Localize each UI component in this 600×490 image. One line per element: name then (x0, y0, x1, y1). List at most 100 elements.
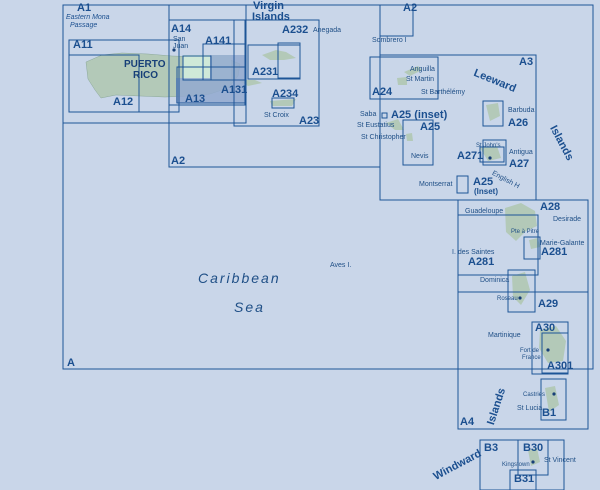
place-montserrat: Montserrat (419, 181, 453, 188)
place-kingstown: Kingstown (502, 462, 530, 468)
st-lucia-land (545, 386, 559, 412)
place-pointe-a-pitre: Pte à Pitre (511, 229, 540, 235)
dominica-land (512, 272, 530, 305)
place-france: France (522, 355, 541, 361)
chart-code-a30[interactable]: A30 (535, 322, 556, 334)
place-st-vincent: St Vincent (544, 457, 576, 464)
frame-a26 (482, 100, 504, 127)
chart-code-b3[interactable]: B3 (484, 442, 499, 454)
chart-code-b1[interactable]: B1 (542, 407, 557, 419)
roseau-marker (518, 296, 522, 300)
frame-a23 (233, 19, 320, 127)
frame-a25 (402, 119, 434, 166)
place-aves: Aves I. (330, 262, 352, 269)
place-juan: Juan (173, 43, 189, 50)
frame-a25-inset-saba (381, 112, 388, 119)
martinique-land (539, 326, 566, 363)
place-castries: Castries (523, 392, 546, 398)
chart-frames (62, 4, 594, 490)
frame-a2-east (379, 4, 414, 37)
st-martin-land (397, 77, 407, 85)
st-kitts-land (386, 119, 404, 130)
place-martinique: Martinique (488, 332, 521, 339)
frame-a234 (271, 97, 295, 109)
frame-a28-inner (457, 214, 539, 276)
chart-code-a2-bottom[interactable]: A2 (171, 155, 186, 167)
nevis-land (406, 133, 413, 141)
chart-code-a27[interactable]: A27 (509, 158, 530, 170)
chart-code-a23[interactable]: A23 (299, 115, 320, 127)
barbuda-land (486, 103, 500, 121)
place-st-croix: St Croix (264, 112, 289, 119)
chart-code-a24[interactable]: A24 (372, 86, 393, 98)
chart-code-a301[interactable]: A301 (547, 360, 574, 372)
chart-code-a12[interactable]: A12 (113, 96, 134, 108)
chart-code-a131[interactable]: A131 (221, 84, 248, 96)
chart-code-a281-left[interactable]: A281 (468, 256, 495, 268)
frame-b30 (517, 439, 549, 476)
chart-code-b31[interactable]: B31 (514, 473, 535, 485)
chart-code-a271[interactable]: A271 (457, 150, 484, 162)
sea-sea: Sea (234, 299, 265, 315)
chart-code-a29[interactable]: A29 (538, 298, 559, 310)
place-anegada: Anegada (313, 27, 342, 34)
place-guadeloupe: Guadeloupe (465, 208, 504, 215)
chart-code-a28[interactable]: A28 (540, 201, 561, 213)
frame-a232 (277, 42, 301, 79)
virgin-islands-land (262, 50, 296, 60)
chart-code-a14[interactable]: A14 (171, 23, 192, 35)
place-saba: Saba (360, 111, 377, 118)
marie-galante-land (529, 238, 540, 249)
chart-code-a281[interactable]: A281 (541, 246, 568, 258)
chart-code-a231[interactable]: A231 (252, 66, 279, 78)
place-desirade: Desirade (553, 216, 582, 223)
place-rico: RICO (133, 70, 158, 81)
castries-marker (552, 392, 556, 396)
st-croix-land (270, 99, 296, 106)
chart-code-a13[interactable]: A13 (185, 93, 206, 105)
st-johns-marker (488, 156, 492, 160)
chart-code-a25[interactable]: A25 (420, 121, 441, 133)
place-anguilla: Anguilla (410, 66, 435, 73)
frame-a12 (68, 54, 140, 113)
fort-de-france-marker (546, 348, 550, 352)
chart-code-a234[interactable]: A234 (272, 88, 299, 100)
chart-code-a2-top[interactable]: A2 (403, 2, 418, 14)
chart-code-b30[interactable]: B30 (523, 442, 544, 454)
place-dominica: Dominica (480, 277, 510, 284)
chart-code-a1[interactable]: A1 (77, 2, 92, 14)
place-st-johns: St John's (476, 143, 501, 149)
chart-code-a232[interactable]: A232 (282, 24, 309, 36)
place-st-lucia: St Lucia (517, 405, 543, 412)
chart-code-a141[interactable]: A141 (205, 35, 232, 47)
frame-a281 (523, 236, 541, 260)
chart-code-a11[interactable]: A11 (73, 39, 93, 51)
st-vincent-land (528, 448, 540, 466)
chart-code-a25-inset-top[interactable]: A25 (inset) (391, 109, 448, 121)
place-st-eustatius: St Eustatius (357, 122, 395, 129)
place-san: San (173, 36, 186, 43)
chart-code-a3[interactable]: A3 (519, 56, 534, 68)
chart-code-a4[interactable]: A4 (460, 416, 475, 428)
chart-code-a[interactable]: A (67, 357, 75, 369)
san-juan-marker (172, 48, 176, 52)
frame-a25-inset-montserrat (456, 175, 469, 194)
frame-a29 (507, 269, 536, 313)
place-nevis: Nevis (411, 153, 429, 160)
region-islands: Islands (252, 11, 290, 23)
chart-code-a26[interactable]: A26 (508, 117, 529, 129)
place-eastern-mona: Eastern Mona (66, 14, 110, 21)
chart-code-a25-inset-mid-label[interactable]: (Inset) (474, 187, 498, 196)
guadeloupe-land (505, 203, 537, 241)
place-eastern-mona-passage: Passage (70, 22, 98, 29)
place-iles-des-saintes: I. des Saintes (452, 249, 495, 256)
place-sombrero: Sombrero I (372, 37, 407, 44)
place-barbuda: Barbuda (508, 107, 535, 114)
antigua-land (480, 146, 501, 161)
frame-a27 (482, 139, 507, 166)
anguilla-land (404, 66, 422, 76)
place-marie-galante: Marie-Galante (540, 240, 585, 247)
chart-code-a25-inset-mid[interactable]: A25 (473, 176, 494, 188)
